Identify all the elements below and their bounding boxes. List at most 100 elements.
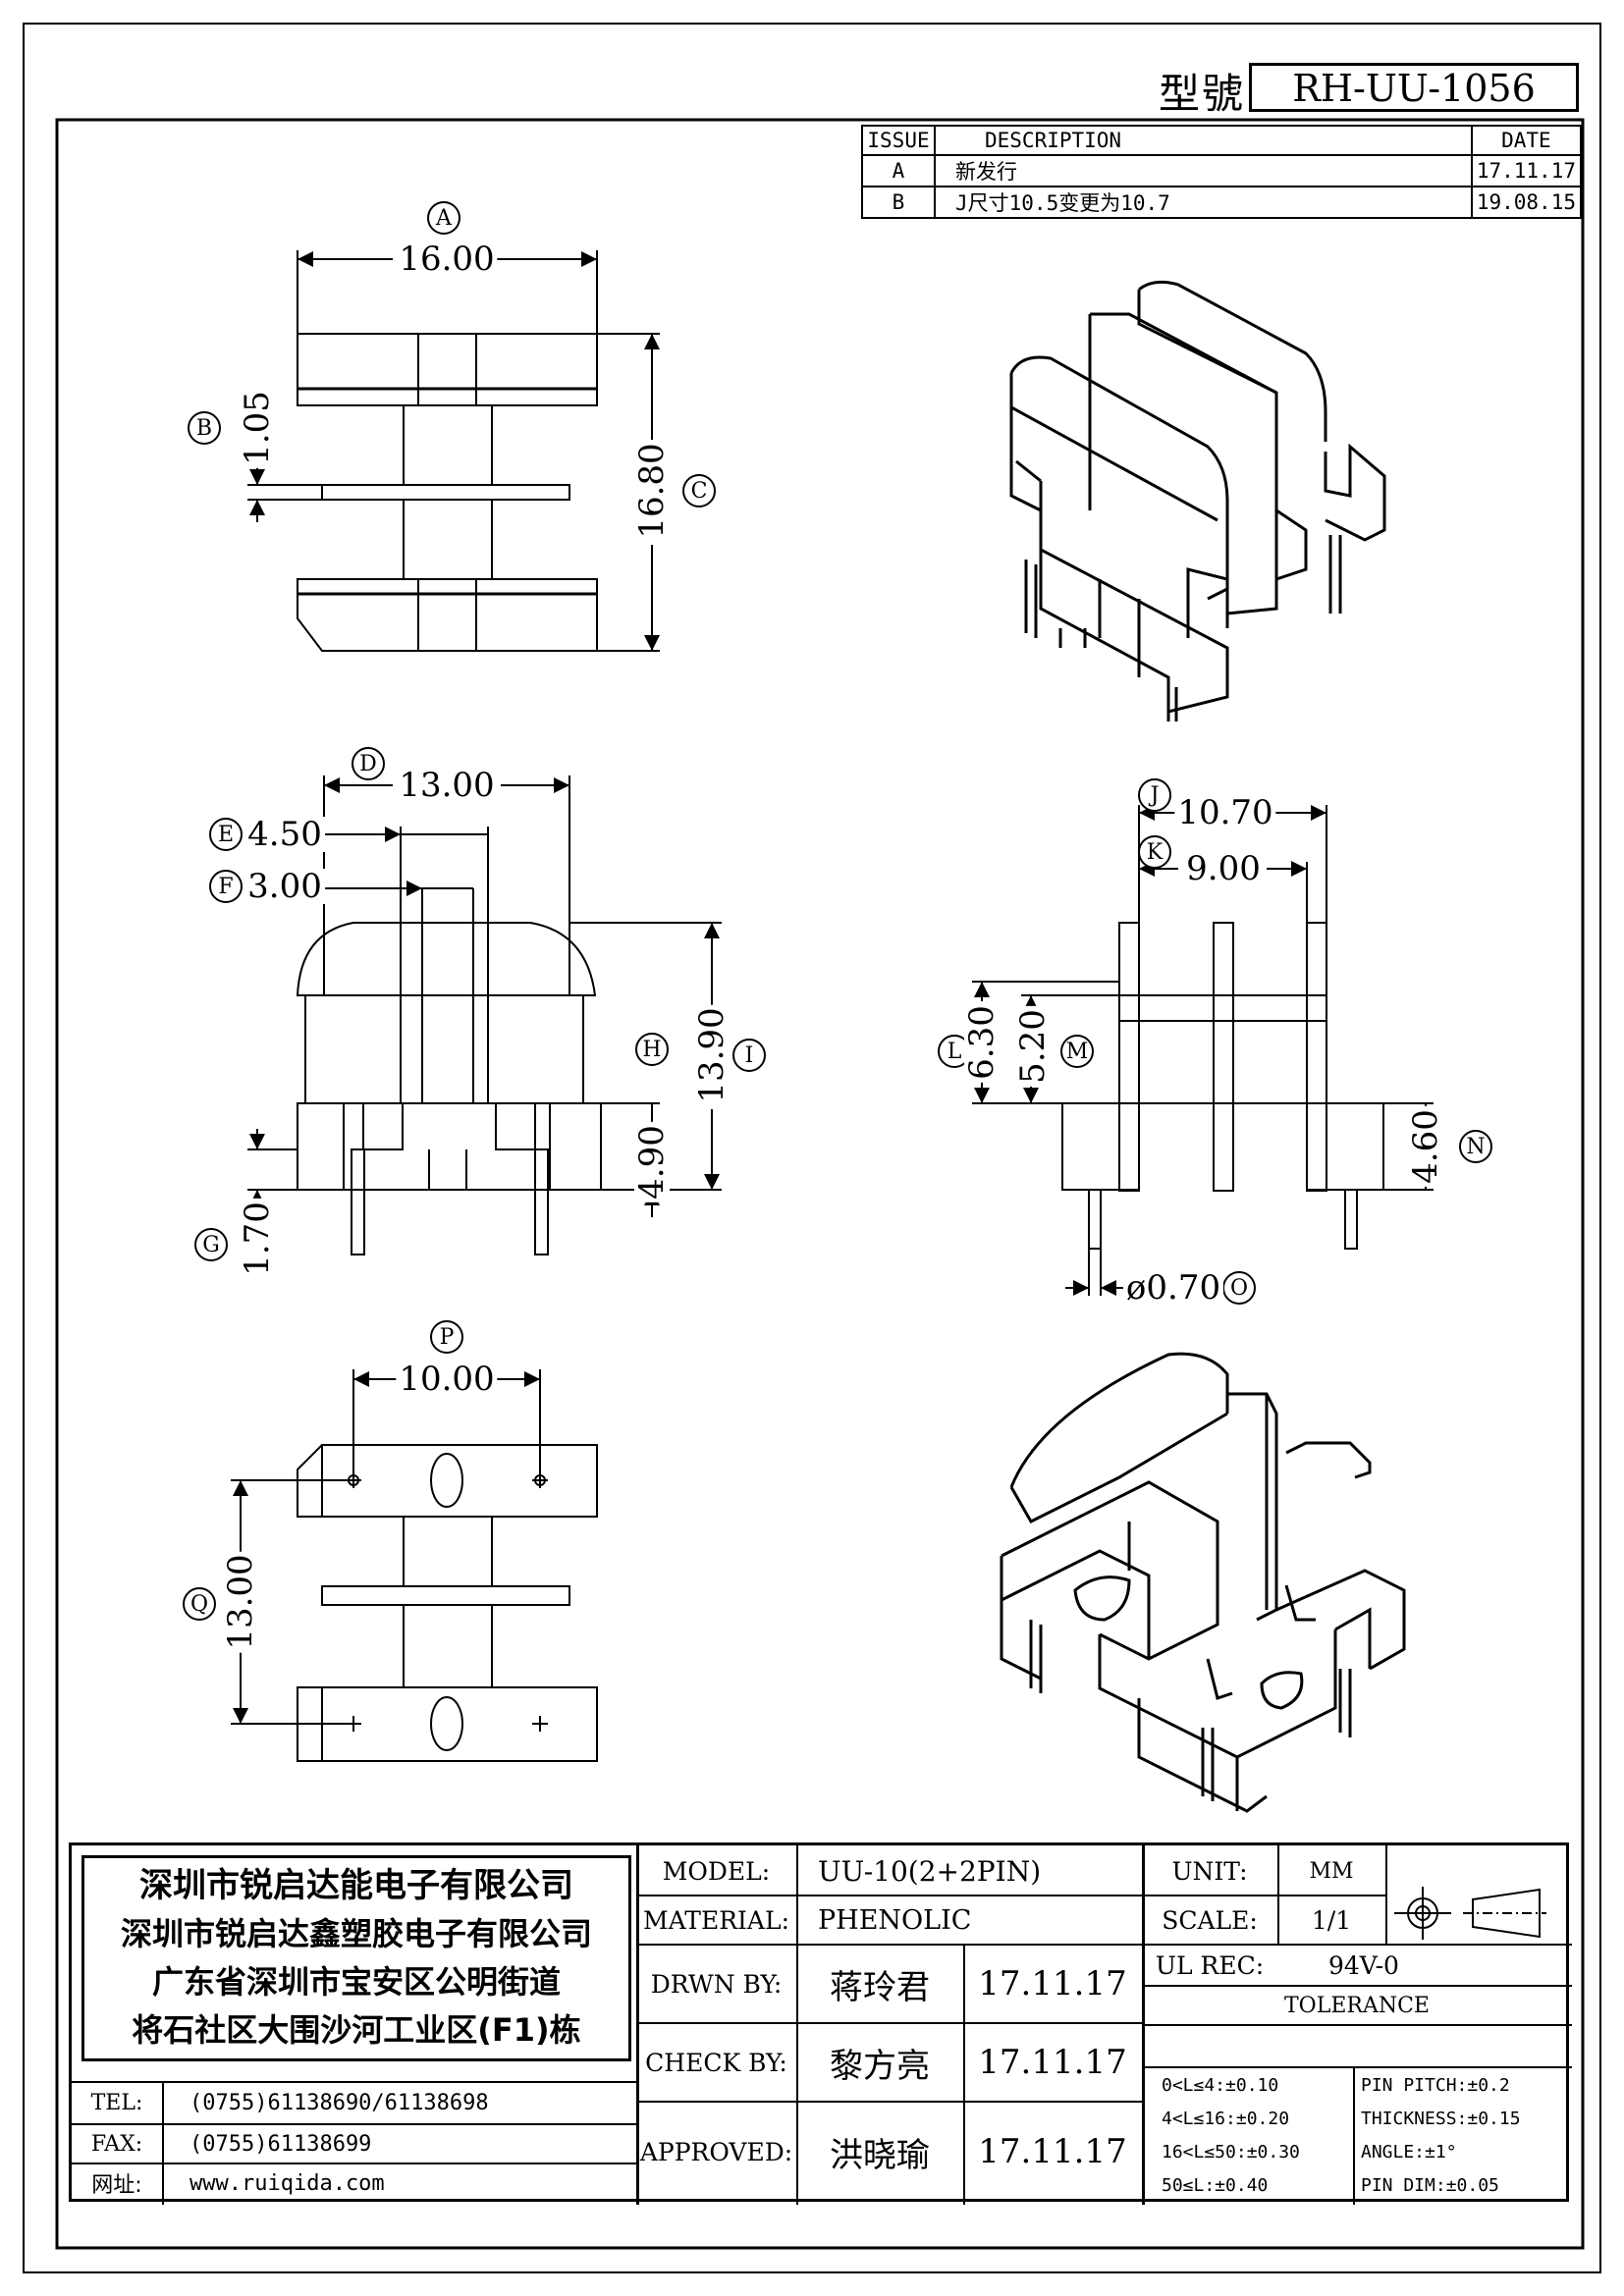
check-by-label: CHECK BY: (645, 2048, 787, 2077)
isometric-view-bottom (1000, 1352, 1406, 1813)
approved-by-label: APPROVED: (639, 2137, 793, 2166)
dim-callout-a: A (427, 201, 460, 235)
unit-value: MM (1309, 1858, 1354, 1884)
dim-callout-n: N (1459, 1130, 1492, 1163)
company-line: 将石社区大围沙河工业区(F1)栋 (132, 2011, 581, 2049)
check-date: 17.11.17 (978, 2043, 1127, 2082)
model-number: RH-UU-1056 (1249, 63, 1579, 112)
tel-value: (0755)61138690/61138698 (189, 2090, 489, 2115)
dim-value-p: 10.00 (396, 1362, 498, 1397)
model-field-value: UU-10(2+2PIN) (818, 1854, 1042, 1888)
approved-date: 17.11.17 (978, 2132, 1127, 2171)
dim-callout-f: F (209, 870, 243, 903)
view-bottom (231, 1369, 598, 1762)
tolerance-item: PIN DIM:±0.05 (1361, 2175, 1499, 2196)
dim-value-f: 3.00 (244, 869, 325, 904)
column-header: ISSUE (861, 125, 936, 156)
dim-value-m: 5.20 (1013, 1006, 1053, 1087)
inner-frame (55, 118, 1585, 2250)
tolerance-item: 50≤L:±0.40 (1162, 2175, 1269, 2196)
dim-value-g: 1.70 (238, 1199, 277, 1279)
drawn-date: 17.11.17 (978, 1964, 1127, 2003)
tolerance-item: 0<L≤4:±0.10 (1162, 2075, 1279, 2096)
dim-value-c: 16.80 (632, 440, 672, 542)
company-line: 深圳市锐启达鑫塑胶电子有限公司 (120, 1915, 592, 1952)
dim-value-b: 1.05 (238, 388, 277, 468)
tolerance-item: ANGLE:±1° (1361, 2142, 1457, 2163)
revision-issue: A (861, 154, 936, 187)
company-line: 深圳市锐启达能电子有限公司 (139, 1866, 573, 1905)
revision-date: 19.08.15 (1470, 186, 1583, 219)
tolerance-general-list: PIN PITCH:±0.2 THICKNESS:±0.15 ANGLE:±1°… (1361, 2069, 1572, 2203)
dim-callout-i: I (732, 1039, 766, 1072)
company-box: 深圳市锐启达能电子有限公司 深圳市锐启达鑫塑胶电子有限公司 广东省深圳市宝安区公… (81, 1855, 631, 2061)
dim-value-a: 16.00 (396, 241, 498, 277)
dim-callout-k: K (1138, 835, 1171, 869)
revision-issue: B (861, 186, 936, 219)
dim-callout-g: G (194, 1228, 228, 1261)
title-block: 深圳市锐启达能电子有限公司 深圳市锐启达鑫塑胶电子有限公司 广东省深圳市宝安区公… (69, 1842, 1572, 2205)
scale-value: 1/1 (1311, 1905, 1352, 1935)
drawn-by-name: 蒋玲君 (830, 1967, 930, 2007)
dim-callout-d: D (352, 747, 385, 780)
dim-value-d: 13.00 (396, 768, 498, 803)
revision-table: ISSUE DESCRIPTION DATE A 新发行 17.11.17 B … (861, 125, 1583, 219)
column-header: DESCRIPTION (934, 125, 1473, 156)
tolerance-title: TOLERANCE (1284, 1993, 1430, 2018)
dim-value-e: 4.50 (244, 817, 325, 852)
web-value: www.ruiqida.com (189, 2170, 385, 2196)
dim-value-o: ø0.70 (1122, 1270, 1224, 1306)
dim-value-l: 6.30 (962, 1002, 1001, 1083)
dim-value-j: 10.70 (1174, 795, 1276, 830)
company-line: 广东省深圳市宝安区公明街道 (151, 1963, 561, 2001)
unit-label: UNIT: (1171, 1856, 1248, 1886)
tolerance-item: 4<L≤16:±0.20 (1162, 2109, 1290, 2129)
ul-rec-label: UL REC: (1155, 1950, 1265, 1980)
dim-value-q: 13.00 (221, 1551, 260, 1653)
dim-value-n: 4.60 (1406, 1106, 1445, 1187)
table-row: A 新发行 17.11.17 (861, 154, 1583, 187)
dim-callout-q: Q (183, 1587, 216, 1621)
revision-description: J尺寸10.5变更为10.7 (934, 186, 1473, 219)
approved-by-name: 洪晓瑜 (830, 2135, 930, 2175)
tolerance-item: 16<L≤50:±0.30 (1162, 2142, 1300, 2163)
revision-description: 新发行 (934, 154, 1473, 187)
dim-callout-m: M (1060, 1035, 1094, 1068)
dim-callout-j: J (1138, 778, 1171, 812)
dim-callout-e: E (209, 818, 243, 851)
ul-rec-value: 94V-0 (1328, 1950, 1399, 1980)
dim-callout-p: P (430, 1320, 463, 1354)
scale-label: SCALE: (1162, 1905, 1258, 1935)
view-front (247, 250, 660, 652)
view-end (972, 805, 1434, 1296)
dim-callout-h: H (635, 1033, 669, 1066)
fax-label: FAX: (90, 2131, 143, 2157)
table-row: B J尺寸10.5变更为10.7 19.08.15 (861, 186, 1583, 219)
outer-frame (23, 23, 1601, 2273)
tolerance-item: PIN PITCH:±0.2 (1361, 2075, 1510, 2096)
dim-value-h: 4.90 (632, 1122, 672, 1202)
column-header: DATE (1470, 125, 1583, 156)
tolerance-length-list: 0<L≤4:±0.10 4<L≤16:±0.20 16<L≤50:±0.30 5… (1162, 2069, 1348, 2203)
material-field-label: MATERIAL: (643, 1905, 789, 1935)
tel-label: TEL: (90, 2090, 143, 2115)
model-field-label: MODEL: (662, 1856, 771, 1886)
projection-symbol-icon (1394, 1887, 1546, 1940)
dim-callout-b: B (188, 411, 221, 445)
dim-value-k: 9.00 (1183, 851, 1264, 886)
dim-value-i: 13.90 (692, 1004, 731, 1106)
dim-callout-c: C (682, 474, 716, 507)
revision-date: 17.11.17 (1470, 154, 1583, 187)
fax-value: (0755)61138699 (189, 2131, 372, 2157)
revision-header-row: ISSUE DESCRIPTION DATE (861, 125, 1583, 156)
drawn-by-label: DRWN BY: (650, 1969, 783, 1999)
view-side (247, 775, 722, 1255)
model-label: 型號 (1159, 70, 1246, 118)
isometric-view-top (1009, 280, 1386, 721)
dim-callout-o: O (1222, 1271, 1256, 1305)
material-field-value: PHENOLIC (818, 1904, 972, 1936)
check-by-name: 黎方亮 (830, 2046, 930, 2086)
tolerance-item: THICKNESS:±0.15 (1361, 2109, 1521, 2129)
web-label: 网址: (91, 2173, 142, 2198)
